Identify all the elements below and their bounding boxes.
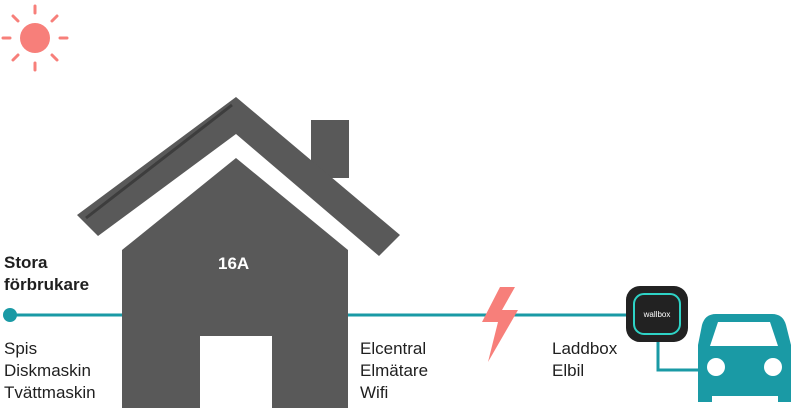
right-item-laddbox: Laddbox <box>552 339 618 358</box>
charger-brand-label: wallbox <box>643 310 671 319</box>
left-item-diskmaskin: Diskmaskin <box>4 361 91 380</box>
right-item-elbil: Elbil <box>552 361 585 380</box>
left-heading-line1: Stora <box>4 253 48 272</box>
charging-cable <box>656 340 698 372</box>
car-icon <box>698 314 791 402</box>
middle-item-elmatare: Elmätare <box>360 361 429 380</box>
house-icon <box>77 97 400 410</box>
house-amperage-label: 16A <box>218 254 250 273</box>
left-item-tvattmaskin: Tvättmaskin <box>4 383 96 402</box>
left-heading-line2: förbrukare <box>4 275 90 294</box>
wallbox-charger-icon: wallbox <box>626 286 688 342</box>
sun-icon <box>1 4 69 72</box>
middle-item-wifi: Wifi <box>360 383 389 402</box>
left-item-spis: Spis <box>4 339 38 358</box>
middle-item-elcentral: Elcentral <box>360 339 427 358</box>
lightning-bolt-icon <box>482 287 518 362</box>
